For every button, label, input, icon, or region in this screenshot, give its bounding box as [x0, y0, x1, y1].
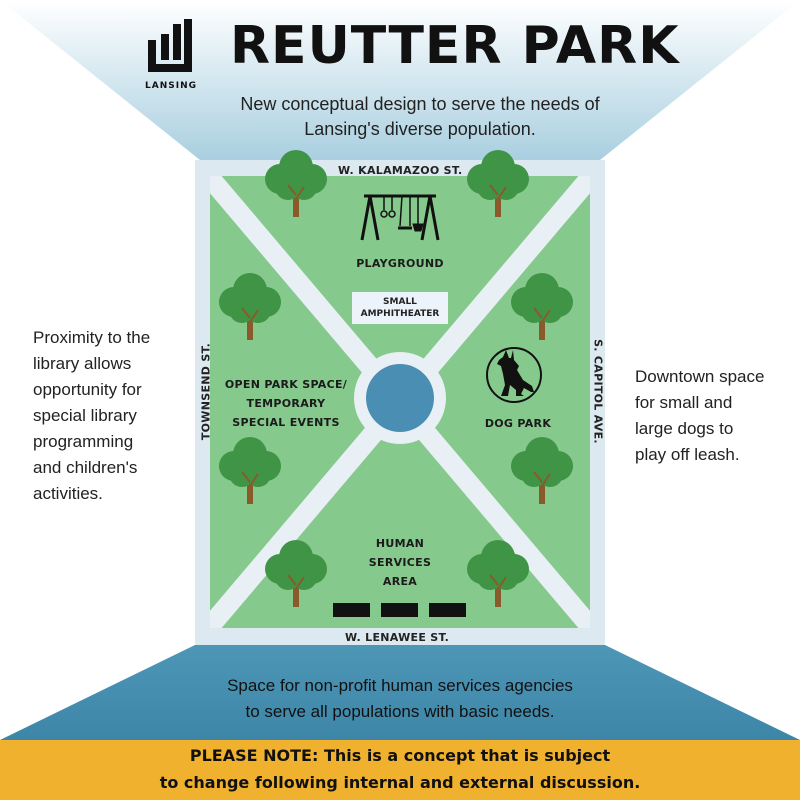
street-north: W. KALAMAZOO ST.	[338, 164, 463, 177]
lansing-logo-icon	[148, 19, 192, 72]
street-west: TOWNSEND ST.	[199, 342, 213, 441]
pond	[366, 364, 434, 432]
playground-label: PLAYGROUND	[356, 257, 444, 270]
tree-icon	[219, 437, 281, 504]
right-note: Downtown space for small and large dogs …	[635, 367, 765, 464]
street-east: S. CAPITOL AVE.	[591, 339, 605, 444]
booth	[333, 603, 370, 617]
booth	[381, 603, 418, 617]
disclaimer: PLEASE NOTE: This is a concept that is s…	[159, 746, 641, 792]
tree-icon	[511, 273, 573, 340]
dog-park-label: DOG PARK	[484, 417, 552, 430]
street-south: W. LENAWEE ST.	[345, 631, 450, 644]
top-band	[0, 0, 800, 160]
tree-icon	[467, 540, 529, 607]
tree-icon	[219, 273, 281, 340]
swing-set-icon	[360, 194, 440, 241]
amphitheater-label: SMALL AMPHITHEATER	[352, 292, 448, 324]
bottom-band	[0, 645, 800, 740]
logo-text: LANSING	[145, 81, 197, 91]
page-title: REUTTER PARK	[230, 16, 680, 76]
left-note: Proximity to the library allows opportun…	[33, 328, 151, 503]
booth	[429, 603, 466, 617]
tree-icon	[265, 540, 327, 607]
tree-icon	[511, 437, 573, 504]
open-space-label: OPEN PARK SPACE/ TEMPORARY SPECIAL EVENT…	[224, 378, 348, 429]
dog-icon	[486, 347, 542, 403]
bottom-note: Space for non-profit human services agen…	[227, 676, 573, 721]
human-services-label: HUMAN SERVICES AREA	[368, 537, 432, 588]
tree-icon	[265, 150, 327, 217]
subtitle: New conceptual design to serve the needs…	[240, 94, 600, 139]
tree-icon	[467, 150, 529, 217]
disclaimer-band	[0, 740, 800, 800]
